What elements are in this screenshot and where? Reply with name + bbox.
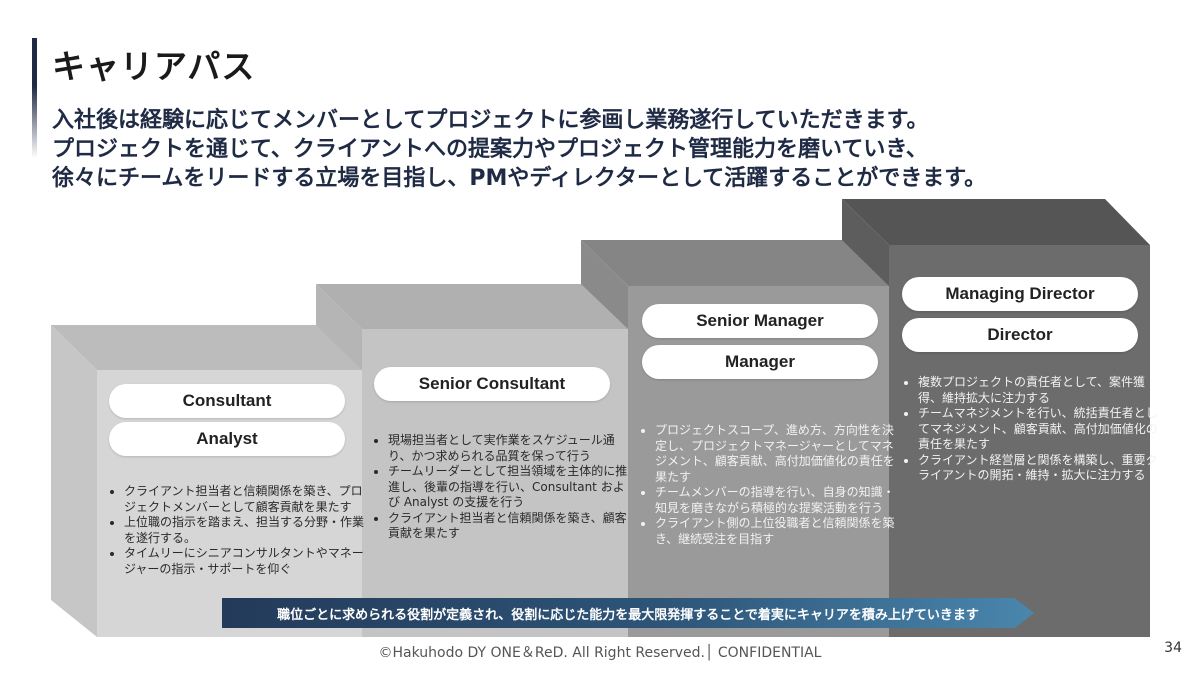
bullet-item: クライアント担当者と信頼関係を築き、顧客貢献を果たす bbox=[388, 511, 636, 542]
role-pill-director: Director bbox=[902, 318, 1138, 352]
banner-text: 職位ごとに求められる役割が定義され、役割に応じた能力を最大限発揮することで着実に… bbox=[277, 607, 979, 623]
role-pill-senior-consultant: Senior Consultant bbox=[374, 367, 610, 401]
step3-front bbox=[628, 286, 889, 637]
lead-text: 入社後は経験に応じてメンバーとしてプロジェクトに参画し業務遂行していただきます。… bbox=[52, 106, 1172, 193]
page-number: 34 bbox=[1164, 640, 1182, 656]
bullet-item: 現場担当者として実作業をスケジュール通り、かつ求められる品質を保って行う bbox=[388, 433, 636, 464]
role-pill-analyst: Analyst bbox=[109, 422, 345, 456]
copyright-footer: ©Hakuhodo DY ONE＆ReD. All Right Reserved… bbox=[378, 645, 822, 661]
bullet-item: クライアント担当者と信頼関係を築き、プロジェクトメンバーとして顧客貢献を果たす bbox=[124, 484, 368, 515]
bullet-item: チームメンバーの指導を行い、自身の知識・知見を磨きながら積極的な提案活動を行う bbox=[655, 485, 903, 516]
bullet-item: タイムリーにシニアコンサルタントやマネージャーの指示・サポートを仰ぐ bbox=[124, 546, 368, 577]
bullet-item: プロジェクトスコープ、進め方、方向性を決定し、プロジェクトマネージャーとしてマネ… bbox=[655, 423, 903, 485]
bullet-item: クライアント経営層と関係を構築し、重要クライアントの開拓・維持・拡大に注力する bbox=[918, 453, 1158, 484]
step1-bullets: クライアント担当者と信頼関係を築き、プロジェクトメンバーとして顧客貢献を果たす … bbox=[108, 484, 368, 577]
bullet-item: チームリーダーとして担当領域を主体的に推進し、後輩の指導を行い、Consulta… bbox=[388, 464, 636, 511]
step4-top bbox=[842, 199, 1150, 245]
step1-top bbox=[51, 325, 362, 370]
page-title: キャリアパス bbox=[52, 47, 256, 86]
lead-line: 入社後は経験に応じてメンバーとしてプロジェクトに参画し業務遂行していただきます。 bbox=[52, 108, 929, 133]
role-pill-consultant: Consultant bbox=[109, 384, 345, 418]
step4-bullets: 複数プロジェクトの責任者として、案件獲得、維持拡大に注力する チームマネジメント… bbox=[902, 375, 1158, 484]
lead-line: 徐々にチームをリードする立場を目指し、PMやディレクターとして活躍することができ… bbox=[52, 166, 987, 191]
step3-bullets: プロジェクトスコープ、進め方、方向性を決定し、プロジェクトマネージャーとしてマネ… bbox=[639, 423, 903, 547]
step1-side bbox=[51, 325, 97, 637]
step3-top bbox=[581, 240, 889, 286]
step2-top bbox=[316, 284, 628, 329]
lead-line: プロジェクトを通じて、クライアントへの提案力やプロジェクト管理能力を磨いていき、 bbox=[52, 137, 928, 162]
bullet-item: クライアント側の上位役職者と信頼関係を築き、継続受注を目指す bbox=[655, 516, 903, 547]
bullet-item: 上位職の指示を踏まえ、担当する分野・作業を遂行する。 bbox=[124, 515, 368, 546]
role-pill-manager: Manager bbox=[642, 345, 878, 379]
step2-bullets: 現場担当者として実作業をスケジュール通り、かつ求められる品質を保って行う チーム… bbox=[372, 433, 636, 542]
bullet-item: チームマネジメントを行い、統括責任者としてマネジメント、顧客貢献、高付加価値化の… bbox=[918, 406, 1158, 453]
role-pill-managing-director: Managing Director bbox=[902, 277, 1138, 311]
bullet-item: 複数プロジェクトの責任者として、案件獲得、維持拡大に注力する bbox=[918, 375, 1158, 406]
role-pill-senior-manager: Senior Manager bbox=[642, 304, 878, 338]
career-arrow-banner: 職位ごとに求められる役割が定義され、役割に応じた能力を最大限発揮することで着実に… bbox=[222, 598, 1034, 628]
title-accent-bar bbox=[32, 38, 37, 158]
